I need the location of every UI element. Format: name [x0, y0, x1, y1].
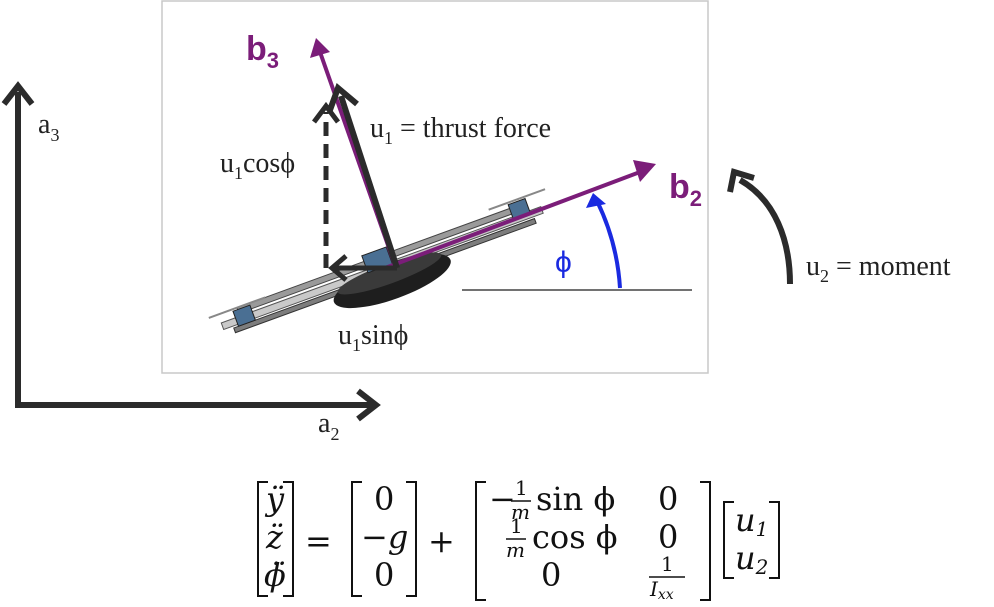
- moment-label: u2 = moment: [806, 251, 951, 286]
- thrust-label: u1 = thrust force: [370, 113, 551, 148]
- b2-arrowhead: [633, 160, 656, 182]
- gravity-row2: −g: [361, 518, 408, 556]
- equals-sign: =: [305, 522, 332, 560]
- a2-label: a2: [318, 408, 339, 444]
- input-u1: u1: [735, 501, 768, 541]
- input-bracket-right: [769, 501, 780, 579]
- inertial-axes: [1, 81, 381, 422]
- lhs-bracket-right: [283, 481, 294, 597]
- matrix-r1c1-func: sin ϕ: [536, 480, 615, 518]
- gravity-bracket-right: [406, 481, 417, 597]
- matrix-r2c2: 0: [658, 518, 678, 556]
- matrix-bracket-left: [475, 481, 486, 601]
- thrust-vector-line: [338, 95, 400, 269]
- cos-component-arrowhead: [312, 101, 340, 124]
- sin-component-arrowhead: [328, 254, 348, 282]
- matrix-r2c1-num: 1: [510, 514, 523, 538]
- matrix-r3c2-num: 1: [661, 552, 674, 576]
- b3-label: b3: [246, 30, 279, 73]
- matrix-r1c2: 0: [658, 480, 678, 518]
- b2-axis-line: [384, 170, 641, 270]
- lhs-ydd: ÿ: [264, 480, 285, 518]
- matrix-r3c1: 0: [541, 556, 561, 594]
- matrix-r3c2-den: Ixx: [649, 577, 674, 603]
- dynamics-equation: ÿ z̈ ϕ̈ = 0 −g 0 + − 1 m sin ϕ 0 1 m cos…: [257, 476, 780, 603]
- thrust-arrowhead: [327, 82, 359, 112]
- angle-arc: [595, 200, 622, 289]
- moment-arc: [738, 177, 793, 285]
- angle-label: ϕ: [555, 246, 572, 279]
- lhs-phidd: ϕ̈: [264, 556, 286, 594]
- lhs-zdd: z̈: [265, 518, 284, 556]
- a3-label: a3: [38, 109, 59, 145]
- b3-arrowhead: [310, 38, 330, 58]
- matrix-r1c1-num: 1: [515, 476, 528, 500]
- matrix-r1c1-sign: −: [489, 480, 516, 518]
- angle-arrowhead: [586, 193, 606, 208]
- lhs-bracket-left: [257, 481, 268, 597]
- gravity-row3: 0: [374, 556, 394, 594]
- a3-arrowhead: [1, 81, 35, 106]
- plus-sign: +: [428, 522, 455, 560]
- matrix-r2c1-func: cos ϕ: [532, 518, 618, 556]
- input-bracket-left: [723, 501, 734, 579]
- sin-component-label: u1sinϕ: [338, 320, 408, 355]
- b2-label: b2: [669, 168, 702, 211]
- cos-component-label: u1cosϕ: [220, 148, 295, 183]
- moment-arrowhead: [727, 168, 755, 193]
- input-u2: u2: [735, 539, 768, 579]
- gravity-bracket-left: [351, 481, 362, 597]
- gravity-row1: 0: [374, 480, 394, 518]
- matrix-bracket-right: [700, 481, 711, 601]
- a2-arrowhead: [356, 388, 381, 422]
- matrix-r1c1-den: m: [511, 500, 530, 524]
- matrix-r2c1-den: m: [506, 538, 525, 562]
